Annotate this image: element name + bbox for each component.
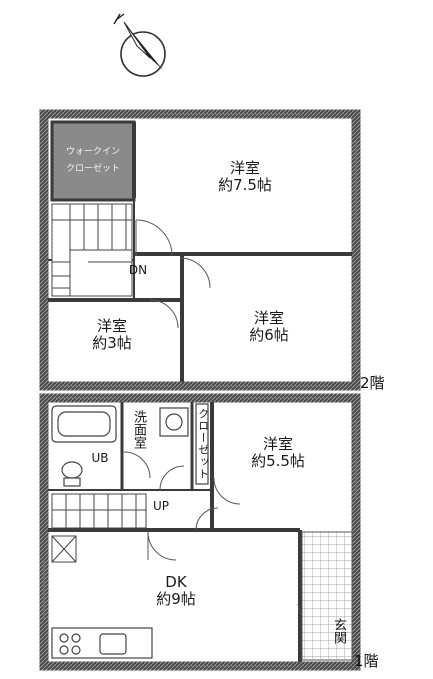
room-size: 約6帖 (249, 326, 289, 345)
room-dk: DK 約9帖 (136, 573, 216, 609)
floor1-label: 1階 (354, 652, 379, 670)
room-bath: UB (91, 451, 109, 465)
room-entrance: 玄関 (330, 618, 346, 644)
room-washroom: 洗面室 (130, 410, 146, 449)
room-name: 洋室 (229, 159, 260, 177)
room-closet: クローゼット (196, 408, 210, 480)
floor1-staircase (51, 493, 147, 529)
compass-icon (113, 13, 166, 77)
entrance-tiles (301, 531, 353, 661)
stair-dn-label: DN (128, 263, 148, 277)
wic-label-line2: クローゼット (65, 164, 120, 175)
floor2-staircase (51, 203, 133, 297)
room-western-6: 洋室 約6帖 (224, 309, 314, 345)
wic-label: ウォークイン クローゼット (52, 144, 134, 178)
floor2-label: 2階 (360, 374, 385, 392)
floor1-fixtures (51, 403, 209, 487)
room-size: 約5.5帖 (251, 452, 305, 471)
room-name: 洋室 (262, 435, 293, 453)
room-size: 約9帖 (156, 590, 196, 609)
room-western-75: 洋室 約7.5帖 (200, 159, 290, 195)
refrigerator-icon (51, 535, 77, 563)
room-size: 約7.5帖 (218, 176, 272, 195)
room-western-3: 洋室 約3帖 (72, 317, 152, 353)
floor1-windows (43, 397, 357, 667)
room-size: 約3帖 (92, 334, 132, 353)
room-name: 洋室 (253, 309, 284, 327)
stair-up-label: UP (152, 499, 170, 513)
floor2-windows (60, 113, 357, 387)
wic-label-line1: ウォークイン (65, 147, 120, 157)
floor2-doors (135, 219, 211, 329)
kitchen-counter (51, 627, 153, 659)
room-name: DK (165, 573, 187, 591)
room-western-55: 洋室 約5.5帖 (228, 435, 328, 471)
room-name: 洋室 (96, 317, 127, 335)
